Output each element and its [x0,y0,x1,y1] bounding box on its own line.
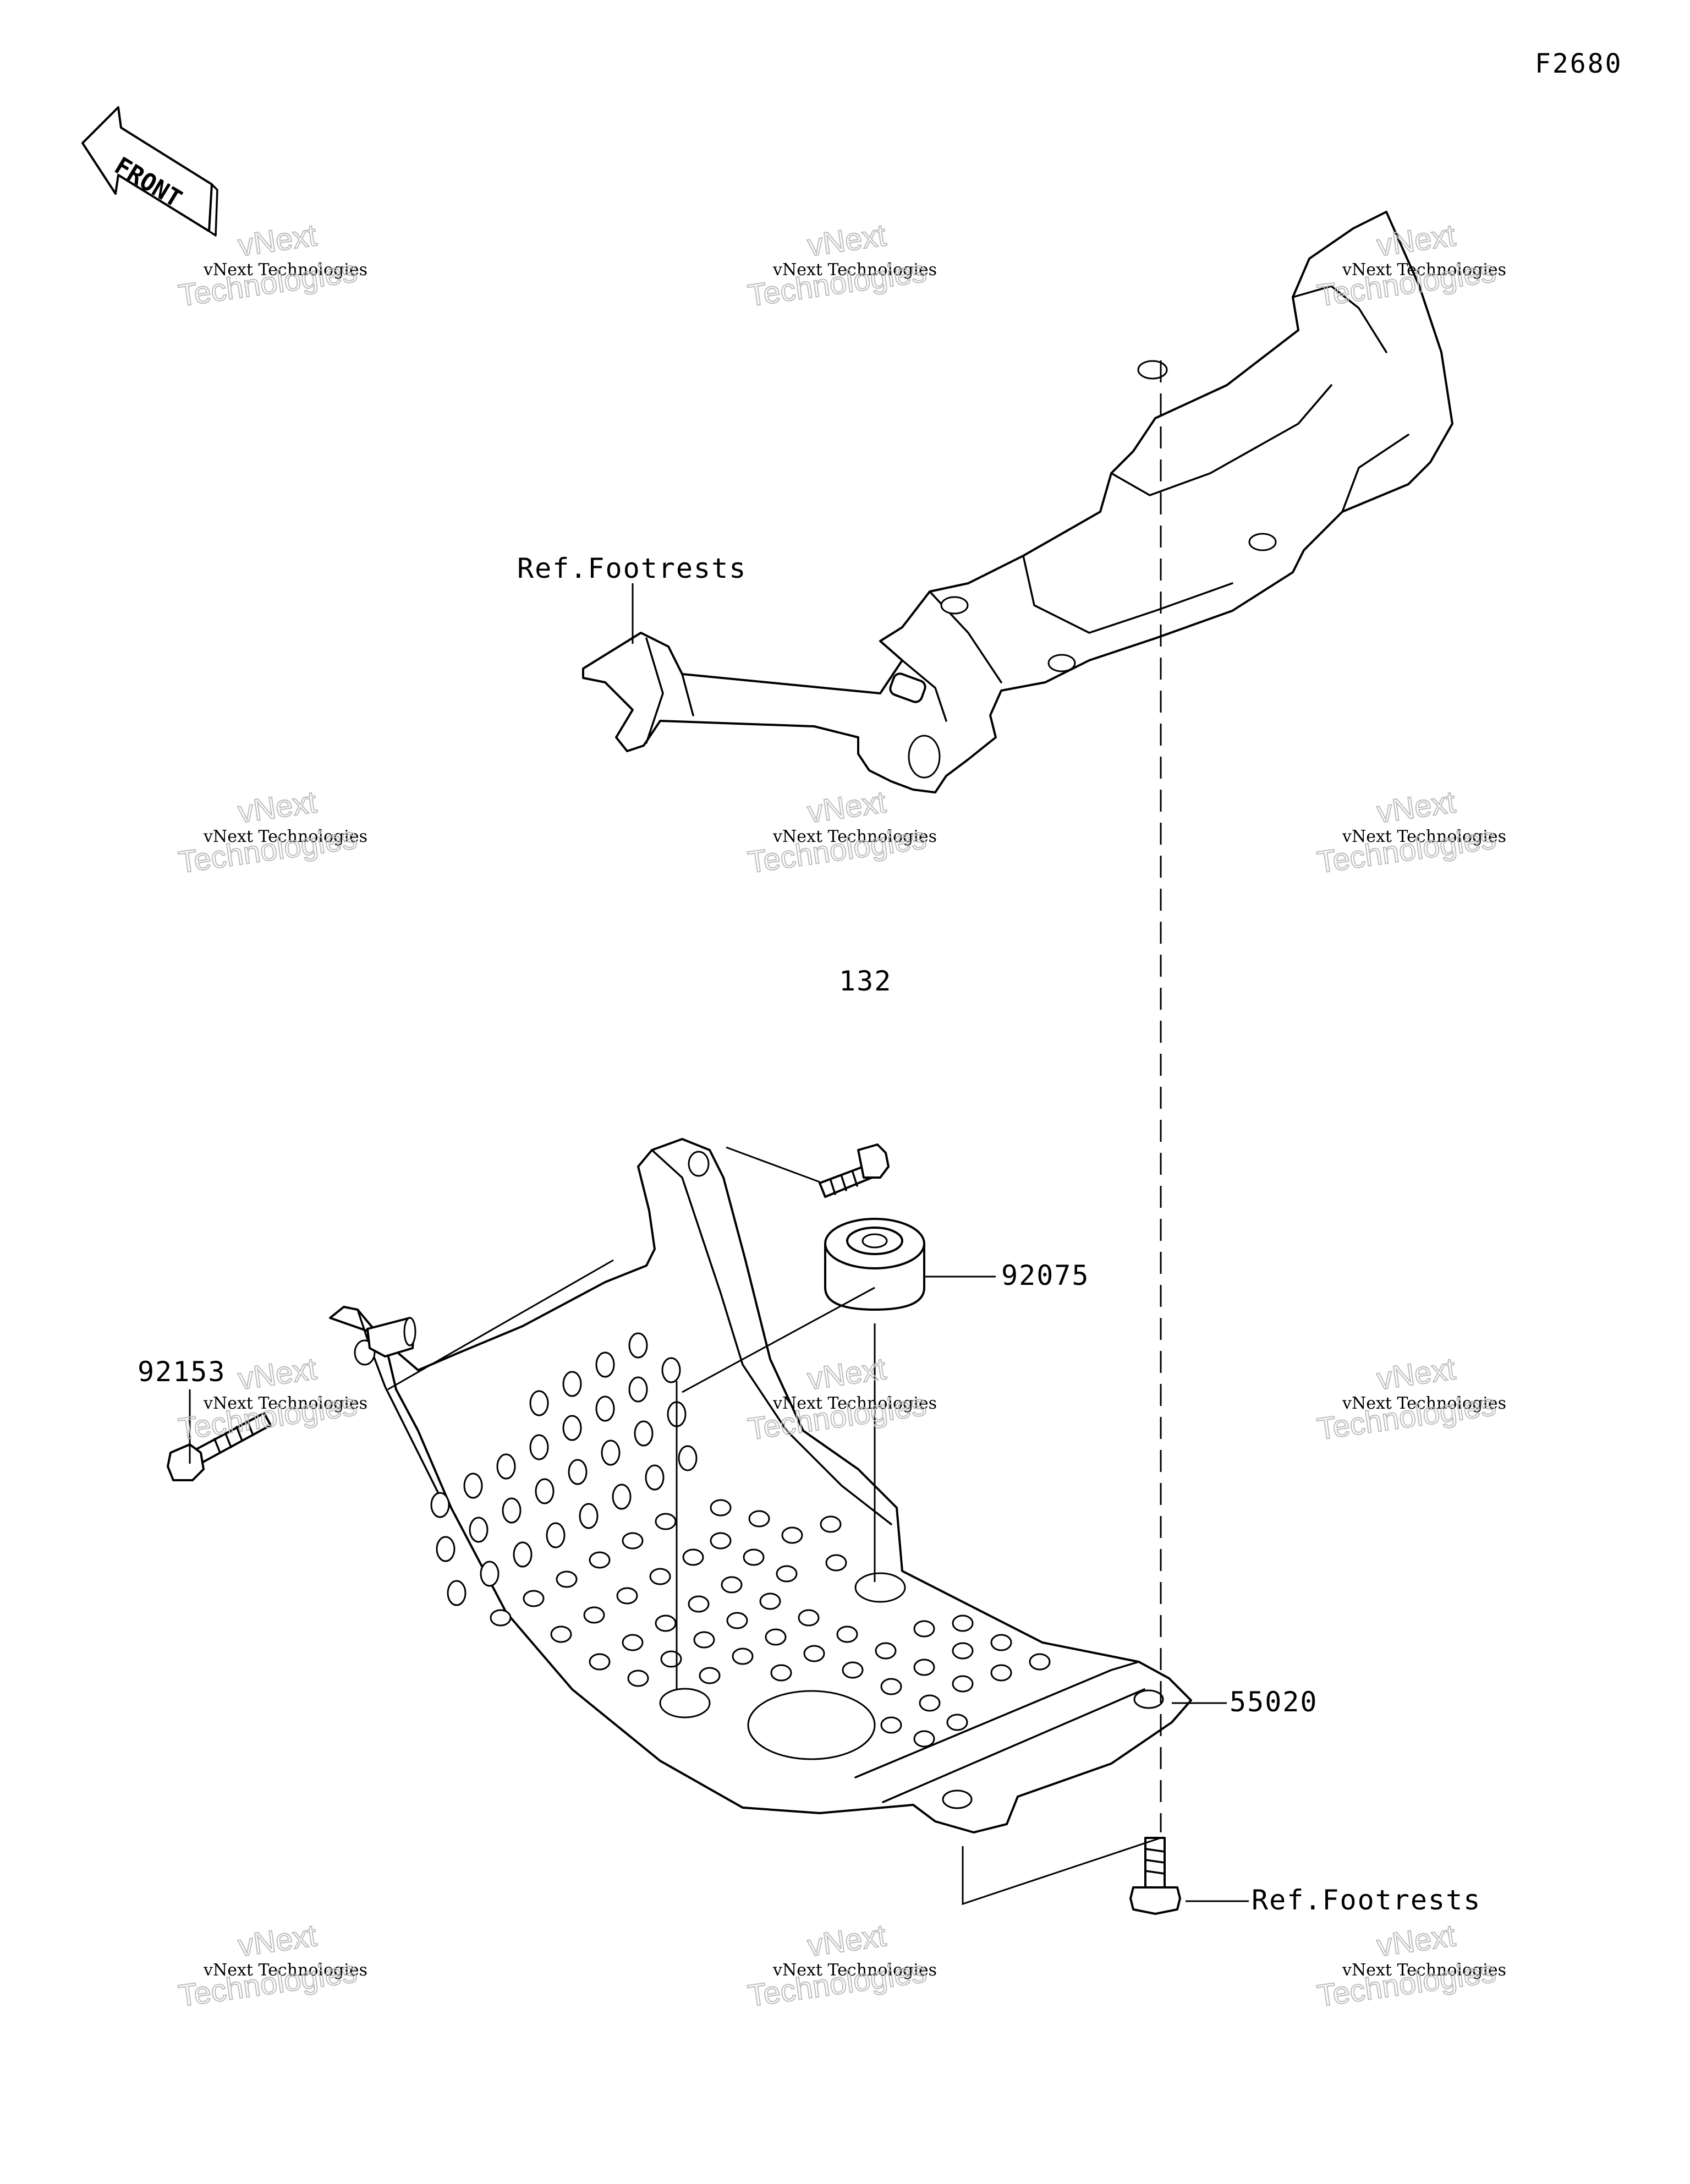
skid-plate-55020 [329,1138,1192,1833]
figure-code: F2680 [1535,48,1623,79]
callout-55020: 55020 [1230,1686,1318,1718]
callout-ref-footrests-bottom: Ref.Footrests [1252,1884,1481,1916]
svg-text:vNext: vNext [805,1351,888,1396]
svg-text:vNext: vNext [236,217,319,262]
svg-text:vNext: vNext [805,217,888,262]
svg-text:vNext Technologies: vNext Technologies [1342,260,1506,280]
svg-text:vNext: vNext [1375,1351,1458,1396]
front-direction-arrow-icon: FRONT [81,106,218,237]
svg-text:vNext: vNext [805,1918,888,1963]
svg-text:vNext: vNext [805,784,888,829]
svg-text:vNext Technologies: vNext Technologies [1342,1394,1506,1413]
svg-text:vNext: vNext [1375,1918,1458,1963]
svg-text:vNext: vNext [236,784,319,829]
damper-92075 [824,1218,925,1311]
svg-text:vNext Technologies: vNext Technologies [203,1394,367,1413]
svg-text:vNext: vNext [1375,784,1458,829]
perforation-holes [430,1332,1051,1748]
svg-text:vNext: vNext [236,1351,319,1396]
svg-text:vNext Technologies: vNext Technologies [772,827,937,846]
callout-ref-footrests-top: Ref.Footrests [517,552,747,584]
footrest-bracket [582,211,1453,793]
callout-132: 132 [839,965,892,997]
svg-text:vNext Technologies: vNext Technologies [772,1961,937,1980]
svg-text:vNext: vNext [236,1918,319,1963]
footrest-bolt [1129,1837,1181,1915]
svg-text:vNext Technologies: vNext Technologies [1342,827,1506,846]
leader-lines [189,360,1249,1906]
svg-text:vNext Technologies: vNext Technologies [772,260,937,280]
callout-92075: 92075 [1001,1260,1090,1291]
svg-text:vNext Technologies: vNext Technologies [203,1961,367,1980]
collar-pin [366,1317,416,1358]
svg-text:vNext Technologies: vNext Technologies [203,260,367,280]
bolt-132 [819,1143,890,1198]
svg-text:vNext Technologies: vNext Technologies [1342,1961,1506,1980]
svg-text:vNext Technologies: vNext Technologies [203,827,367,846]
bolt-92153 [167,1412,272,1481]
watermarks: vNext Technologies Technologies vNext vN… [175,217,1506,2013]
svg-text:vNext Technologies: vNext Technologies [772,1394,937,1413]
callout-92153: 92153 [138,1356,226,1388]
